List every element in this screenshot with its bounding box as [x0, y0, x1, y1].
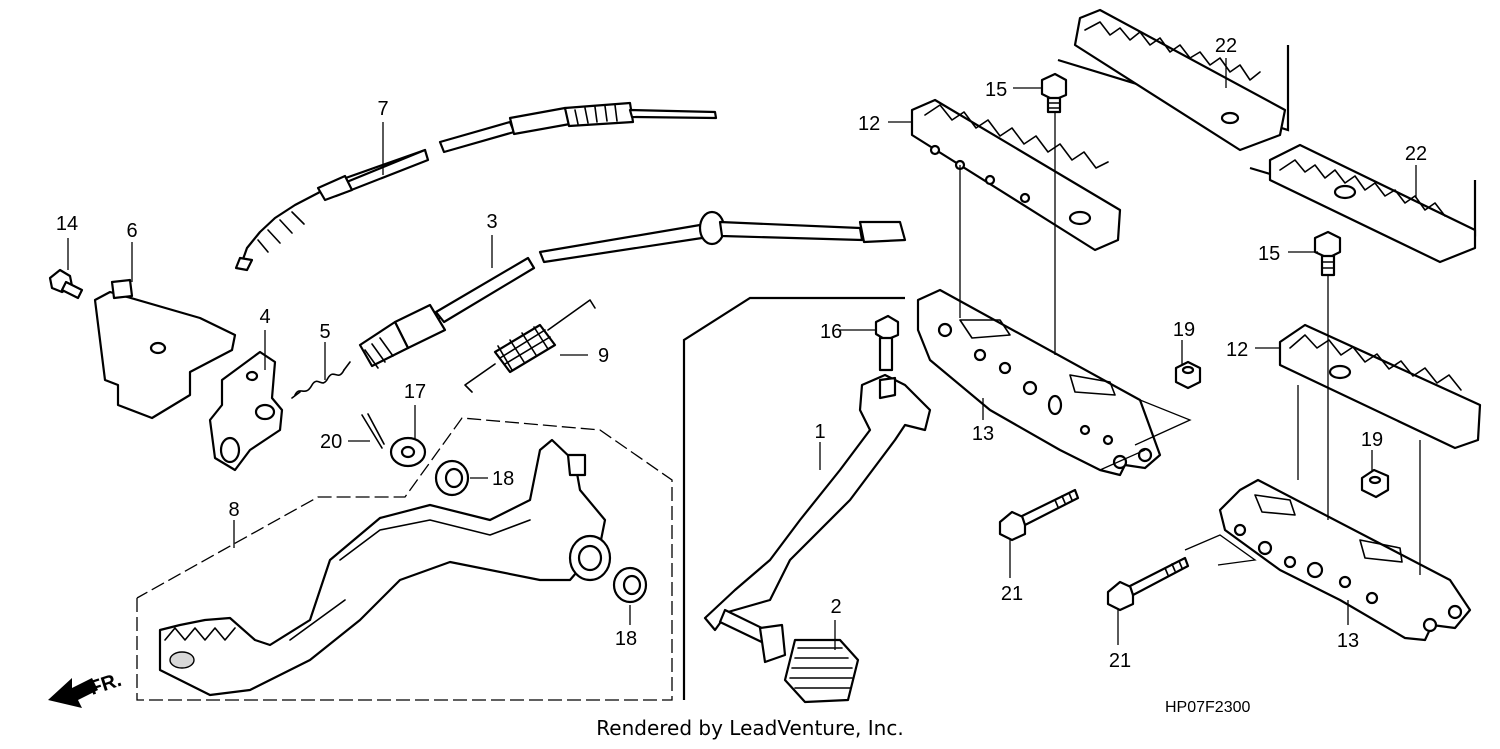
- callout-13-lower: 13: [1337, 630, 1359, 652]
- credit-text: Rendered by LeadVenture, Inc.: [596, 716, 904, 740]
- footpeg-bracket-13-upper: [916, 288, 1162, 477]
- callout-8: 8: [228, 499, 239, 521]
- callout-3: 3: [486, 211, 497, 233]
- callout-19-upper: 19: [1173, 319, 1195, 341]
- footpeg-bracket-13-lower: [1218, 478, 1472, 642]
- callout-17: 17: [404, 381, 426, 403]
- brake-pedal-8: [158, 438, 612, 697]
- bolt-14: [48, 268, 84, 300]
- callout-leaders: [67, 58, 1417, 650]
- spring-5: [291, 361, 351, 399]
- seal-18-lower: [612, 566, 648, 604]
- callout-18-upper: 18: [492, 468, 514, 490]
- callout-6: 6: [126, 220, 137, 242]
- bolt-15-upper: [1040, 72, 1068, 114]
- callout-13-upper: 13: [972, 423, 994, 445]
- arm-4: [208, 350, 284, 472]
- callout-22-lower: 22: [1405, 143, 1427, 165]
- seal-18-upper: [434, 459, 470, 497]
- front-arrow-icon: [48, 678, 98, 708]
- callout-15-upper: 15: [985, 79, 1007, 101]
- callout-18-lower: 18: [615, 628, 637, 650]
- pedal-rubber-2: [783, 638, 860, 704]
- callout-12-lower: 12: [1226, 339, 1248, 361]
- bolt-21-upper: [998, 488, 1080, 542]
- callout-19-lower: 19: [1361, 429, 1383, 451]
- front-direction-indicator: FR.: [48, 669, 124, 708]
- callout-12-upper: 12: [858, 113, 880, 135]
- callout-21-lower: 21: [1109, 650, 1131, 672]
- callout-22-upper: 22: [1215, 35, 1237, 57]
- spring-9: [464, 299, 596, 393]
- assembly-lines: [959, 112, 1421, 575]
- callout-15-lower: 15: [1258, 243, 1280, 265]
- bolt-15-lower: [1313, 230, 1342, 277]
- step-rubber-22-top: [1073, 8, 1287, 152]
- shift-lever-1: [703, 373, 932, 664]
- callout-4: 4: [259, 306, 270, 328]
- step-rubber-22-bottom: [1268, 143, 1477, 264]
- callout-20: 20: [320, 431, 342, 453]
- footpeg-plate-12-lower: [1278, 323, 1482, 450]
- washer-17: [389, 436, 427, 468]
- cable-3: [358, 210, 907, 369]
- callout-2: 2: [830, 596, 841, 618]
- bolt-21-lower: [1106, 556, 1190, 612]
- callout-labels: 7 3 6 14 4 5 9 17 20 18 8 18 16 1 2 15 1…: [56, 35, 1427, 672]
- callout-16: 16: [820, 321, 842, 343]
- direction-label: FR.: [87, 669, 124, 700]
- callout-1: 1: [814, 421, 825, 443]
- cable-7: [234, 101, 718, 272]
- cotter-pin-20: [361, 413, 385, 449]
- nut-19-lower: [1360, 468, 1390, 499]
- bracket-6: [93, 278, 237, 420]
- footpeg-plate-12-upper: [910, 98, 1122, 252]
- drawing-code: HP07F2300: [1165, 699, 1250, 716]
- callout-9: 9: [598, 345, 609, 367]
- callout-14: 14: [56, 213, 78, 235]
- nut-19-upper: [1174, 360, 1202, 390]
- callout-5: 5: [319, 321, 330, 343]
- callout-21-upper: 21: [1001, 583, 1023, 605]
- callout-7: 7: [377, 98, 388, 120]
- bolt-16: [874, 314, 900, 372]
